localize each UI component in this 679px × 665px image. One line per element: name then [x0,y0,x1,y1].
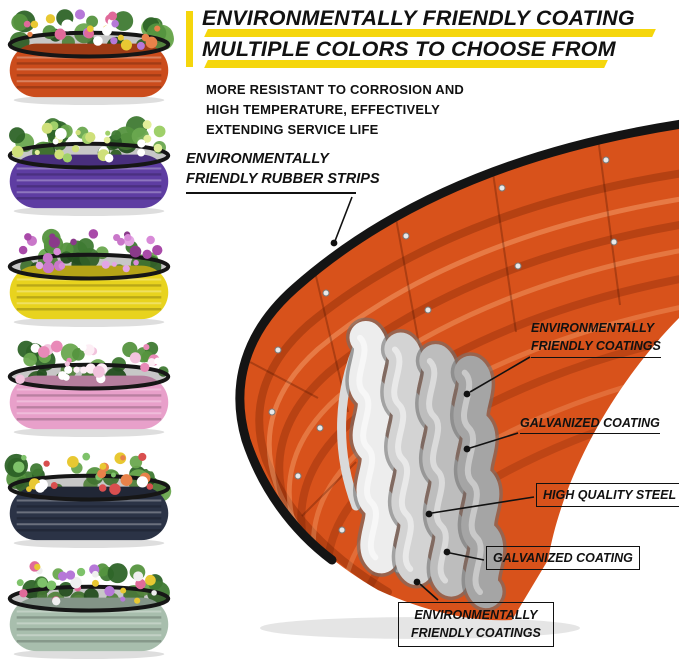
callout-coatings-bottom: ENVIRONMENTALLY FRIENDLY COATINGS [398,602,554,647]
accent-bar [186,11,193,67]
sidebar-thumbnails [0,0,180,665]
highlight-swipe-1 [204,29,656,37]
subtitle: MORE RESISTANT TO CORROSION AND HIGH TEM… [206,80,464,140]
callout-coatings-bottom-line-1: ENVIRONMENTALLY [414,608,538,622]
callout-rubber-line-1: ENVIRONMENTALLY [186,151,329,167]
bed-image-orange [7,9,175,106]
bed-image-purple [7,115,171,216]
subtitle-line-1: MORE RESISTANT TO CORROSION AND [206,82,465,97]
callout-dots [330,239,471,586]
bed-image-pink [7,341,171,438]
callout-dot [425,510,433,518]
subtitle-line-3: EXTENDING SERVICE LIFE [206,122,379,138]
bed-image-sage [7,561,171,660]
callout-dot [413,578,421,586]
callout-galvanized-bottom-label: GALVANIZED COATING [493,551,633,565]
cut-edge-highlight [337,331,367,511]
color-option-purple [0,113,178,220]
bed-image-navy [4,452,172,549]
callout-dot [463,445,471,453]
callout-dot [443,548,451,556]
callout-rubber-line-2: FRIENDLY RUBBER STRIPS [186,170,380,187]
callout-dot [330,239,338,247]
steel-layer-1 [356,337,385,557]
subtitle-line-2: HIGH TEMPERATURE, EFFECTIVELY [206,102,441,118]
color-option-navy [0,445,178,552]
title-text-1: ENVIRONMENTALLY FRIENDLY COATING [202,6,635,30]
highlight-swipe-2 [204,60,608,68]
callout-coatings-right-line-1: ENVIRONMENTALLY [531,321,655,335]
callout-line-steel [431,496,535,514]
callout-line-coatings-right [469,356,531,393]
callout-galvanized-top: GALVANIZED COATING [520,416,660,434]
callout-line-rubber [334,196,353,242]
callout-galvanized-bottom: GALVANIZED COATING [486,546,640,570]
callout-line-galvanized-bottom [449,552,485,561]
bed-image-yellow [7,228,171,327]
color-option-yellow [0,224,178,331]
callout-galvanized-top-label: GALVANIZED COATING [520,416,660,430]
callout-lines [334,196,535,601]
callout-coatings-right: ENVIRONMENTALLY FRIENDLY COATINGS [531,320,661,358]
callout-coatings-bottom-line-2: FRIENDLY COATINGS [411,625,541,640]
callout-line-coatings-bottom [419,583,439,601]
steel-layer-3 [426,360,455,580]
callout-coatings-right-line-2: FRIENDLY COATINGS [531,338,661,353]
callout-rubber-strips: ENVIRONMENTALLY FRIENDLY RUBBER STRIPS [186,150,380,195]
callout-steel-label: HIGH QUALITY STEEL [543,488,677,502]
title-line-2: MULTIPLE COLORS TO CHOOSE FROM [202,37,676,68]
callout-high-quality-steel: HIGH QUALITY STEEL [536,483,679,507]
rivets [268,156,618,574]
color-option-orange [0,2,178,109]
steel-layer-2 [391,349,420,569]
callout-dot [463,390,471,398]
color-option-pink [0,334,178,441]
title-text-2: MULTIPLE COLORS TO CHOOSE FROM [202,37,616,61]
color-option-sage [0,556,178,663]
title-line-1: ENVIRONMENTALLY FRIENDLY COATING [202,6,676,37]
callout-line-galvanized-top [469,432,519,449]
steel-layers [356,330,490,599]
headline-block: ENVIRONMENTALLY FRIENDLY COATING MULTIPL… [186,6,676,68]
